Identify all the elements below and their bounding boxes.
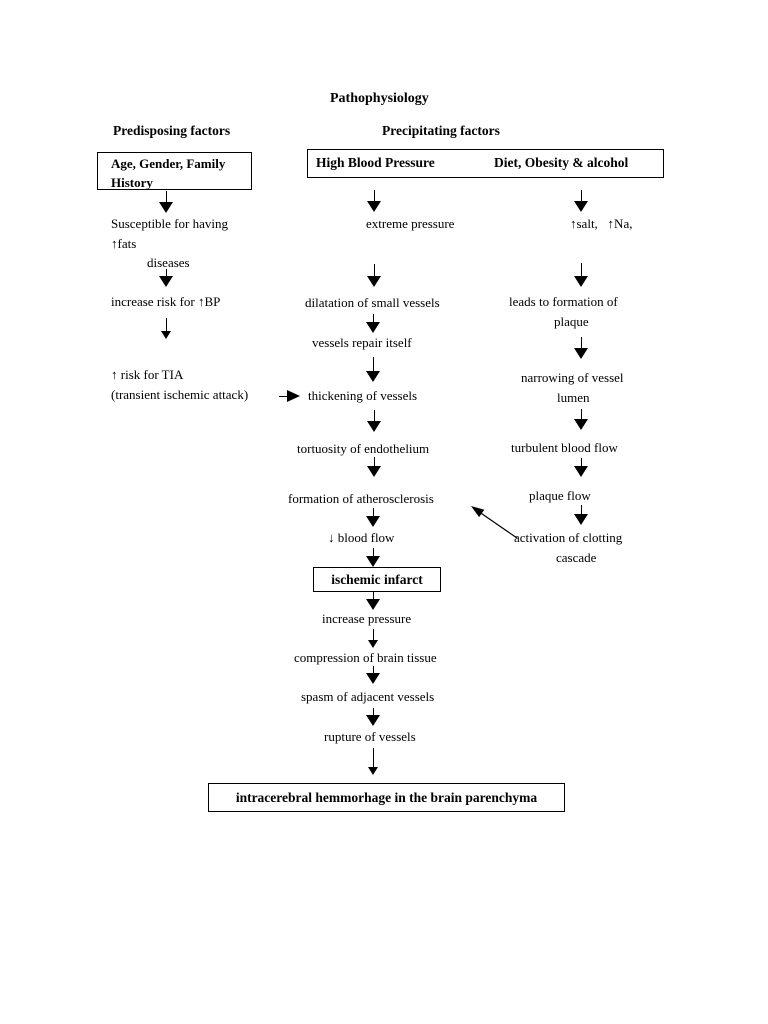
down-arrow (573, 458, 589, 477)
down-arrow (366, 457, 382, 477)
node-narrowing-line1: narrowing of vessel (521, 370, 624, 385)
node-tortuosity-of-endothelium: tortuosity of endothelium (297, 441, 430, 456)
node-salt-na: ↑salt, ↑Na, (570, 216, 633, 231)
node-leads-to-plaque-line2: plaque (554, 314, 589, 329)
node-susceptible-line1: Susceptible for having (111, 216, 228, 231)
node-activation-clotting-line2: cascade (556, 550, 597, 565)
down-arrow (365, 708, 381, 726)
down-arrow (158, 269, 174, 287)
node-increase-pressure: increase pressure (322, 611, 412, 626)
node-formation-of-atherosclerosis: formation of atherosclerosis (288, 491, 434, 506)
node-decreased-blood-flow: ↓ blood flow (328, 530, 395, 545)
down-arrow (365, 592, 381, 610)
down-arrow (158, 191, 174, 213)
node-activation-clotting-line1: activation of clotting (514, 530, 623, 545)
down-arrow (365, 666, 381, 684)
down-arrow (366, 264, 382, 287)
node-diet-obesity-alcohol: Diet, Obesity & alcohol (494, 155, 629, 170)
node-plaque-flow: plaque flow (529, 488, 591, 503)
node-intracerebral-hemorrhage: intracerebral hemmorhage in the brain pa… (208, 783, 565, 812)
node-narrowing-line2: lumen (557, 390, 590, 405)
node-risk-for-tia-line2: (transient ischemic attack) (111, 387, 249, 402)
node-high-blood-pressure: High Blood Pressure (316, 155, 435, 170)
precipitating-factors-box (307, 149, 664, 178)
node-extreme-pressure: extreme pressure (366, 216, 455, 231)
down-arrow (573, 505, 589, 525)
node-thickening-of-vessels: thickening of vessels (308, 388, 418, 403)
down-arrow (573, 409, 589, 430)
down-arrow (365, 357, 381, 382)
down-arrow (365, 748, 381, 775)
heading-predisposing-factors: Predisposing factors (113, 123, 231, 138)
down-arrow (366, 410, 382, 432)
down-arrow (158, 318, 174, 339)
page-title: Pathophysiology (330, 91, 429, 106)
node-turbulent-blood-flow: turbulent blood flow (511, 440, 618, 455)
node-compression-of-brain-tissue: compression of brain tissue (294, 650, 437, 665)
heading-precipitating-factors: Precipitating factors (382, 123, 500, 138)
down-arrow (573, 190, 589, 212)
down-arrow (365, 548, 381, 567)
node-vessels-repair-itself: vessels repair itself (312, 335, 412, 350)
node-ischemic-infarct: ischemic infarct (313, 567, 441, 592)
node-leads-to-plaque-line1: leads to formation of (509, 294, 618, 309)
down-arrow (366, 190, 382, 212)
down-arrow (365, 314, 381, 333)
down-arrow (365, 629, 381, 648)
node-rupture-of-vessels: rupture of vessels (324, 729, 416, 744)
node-increase-risk-bp: increase risk for ↑BP (111, 294, 221, 309)
node-spasm-of-adjacent-vessels: spasm of adjacent vessels (301, 689, 435, 704)
node-susceptible-line3: diseases (147, 255, 190, 270)
down-arrow (573, 263, 589, 287)
node-dilatation-of-small-vessels: dilatation of small vessels (305, 295, 440, 310)
right-arrow (287, 390, 300, 402)
node-age-gender-family-history: Age, Gender, Family History (97, 152, 252, 190)
diagonal-up-left-arrow (471, 506, 518, 539)
down-arrow (573, 337, 589, 359)
node-risk-for-tia-line1: ↑ risk for TIA (111, 367, 184, 382)
arrow-connector-line (279, 396, 287, 397)
node-susceptible-line2: ↑fats (111, 236, 137, 251)
down-arrow (365, 508, 381, 527)
